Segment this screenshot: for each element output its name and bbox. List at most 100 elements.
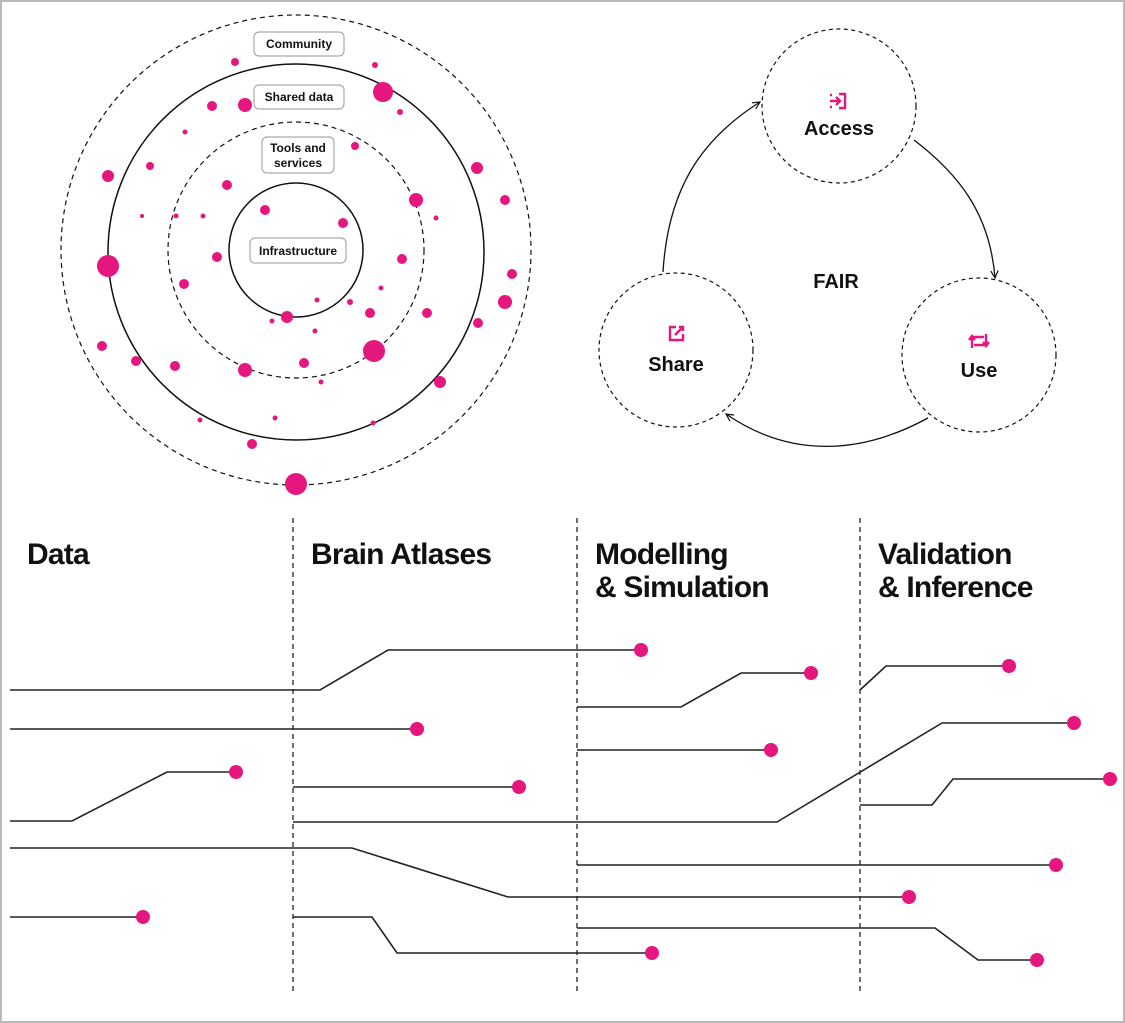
ecosystem-dot bbox=[269, 318, 275, 324]
ecosystem-dot bbox=[409, 193, 423, 207]
node-access-circle bbox=[761, 28, 917, 184]
pipeline-trace bbox=[293, 722, 1074, 823]
ecosystem-dot bbox=[312, 328, 318, 334]
pipeline-trace-endpoint bbox=[634, 643, 648, 657]
ecosystem-dot bbox=[422, 308, 432, 318]
ecosystem-dot bbox=[370, 420, 376, 426]
ecosystem-diagram: Community Shared data Tools and services… bbox=[60, 14, 532, 495]
ecosystem-dot bbox=[318, 379, 324, 385]
ecosystem-dot bbox=[498, 295, 512, 309]
node-share-circle bbox=[598, 272, 754, 428]
ecosystem-dot bbox=[197, 417, 203, 423]
pipeline-trace-endpoint bbox=[410, 722, 424, 736]
pipeline-trace-endpoint bbox=[1002, 659, 1016, 673]
ring-shared-data bbox=[107, 63, 485, 441]
arrow-access-to-use bbox=[913, 139, 995, 278]
label-tools-line1: Tools and bbox=[270, 141, 326, 155]
ecosystem-dot bbox=[247, 439, 257, 449]
pipeline-trace-endpoint bbox=[902, 890, 916, 904]
ecosystem-dot bbox=[260, 205, 270, 215]
ecosystem-dot bbox=[285, 473, 307, 495]
ecosystem-dot bbox=[140, 214, 144, 218]
ecosystem-dot bbox=[97, 341, 107, 351]
pipeline-trace-endpoint bbox=[229, 765, 243, 779]
label-tools-services: Tools and services bbox=[261, 136, 335, 174]
ecosystem-dot bbox=[299, 358, 309, 368]
ecosystem-dot bbox=[373, 82, 393, 102]
ecosystem-dot bbox=[281, 311, 293, 323]
pipeline-trace bbox=[10, 771, 236, 822]
ecosystem-dot bbox=[500, 195, 510, 205]
node-use-circle bbox=[901, 277, 1057, 433]
ecosystem-dot bbox=[238, 98, 252, 112]
login-icon bbox=[830, 92, 847, 110]
ecosystem-dot bbox=[365, 308, 375, 318]
pipeline-lines bbox=[10, 643, 1117, 967]
ecosystem-dot bbox=[338, 218, 348, 228]
ecosystem-dot bbox=[347, 299, 353, 305]
ecosystem-dot bbox=[97, 255, 119, 277]
ecosystem-dot bbox=[179, 279, 189, 289]
repeat-icon bbox=[968, 334, 990, 348]
ecosystem-dot bbox=[182, 129, 188, 135]
ecosystem-dot bbox=[173, 213, 179, 219]
label-community: Community bbox=[253, 31, 345, 57]
pipeline-trace bbox=[577, 927, 1037, 961]
fair-center-label: FAIR bbox=[813, 271, 859, 293]
arrow-share-to-access bbox=[662, 102, 760, 273]
pipeline-trace-endpoint bbox=[1103, 772, 1117, 786]
column-title-validation-inference: Validation & Inference bbox=[878, 538, 1033, 604]
ecosystem-dot bbox=[397, 109, 403, 115]
ecosystem-dot bbox=[146, 162, 154, 170]
pipeline-trace-endpoint bbox=[1067, 716, 1081, 730]
ecosystem-dot bbox=[378, 285, 384, 291]
node-use-label: Use bbox=[961, 360, 998, 382]
ecosystem-dot bbox=[434, 376, 446, 388]
ecosystem-dot bbox=[372, 62, 378, 68]
pipeline-trace bbox=[10, 847, 909, 898]
pipeline-trace-endpoint bbox=[1030, 953, 1044, 967]
ecosystem-dot bbox=[212, 252, 222, 262]
column-title-data: Data bbox=[27, 538, 90, 571]
ring-tools-services bbox=[167, 121, 425, 379]
pipeline-trace-endpoint bbox=[804, 666, 818, 680]
ecosystem-dot bbox=[314, 297, 320, 303]
column-title-brain-atlases: Brain Atlases bbox=[311, 538, 492, 571]
pipeline-trace-endpoint bbox=[512, 780, 526, 794]
ecosystem-dot bbox=[473, 318, 483, 328]
pipeline-trace-endpoint bbox=[645, 946, 659, 960]
ecosystem-dot bbox=[170, 361, 180, 371]
ecosystem-dot bbox=[507, 269, 517, 279]
ecosystem-dot bbox=[272, 415, 278, 421]
fair-cycle-diagram: Access Use Share FAIR bbox=[598, 28, 1057, 448]
ecosystem-dot bbox=[222, 180, 232, 190]
label-shared-data: Shared data bbox=[253, 84, 345, 110]
pipeline-trace bbox=[860, 778, 1110, 806]
label-shared-data-text: Shared data bbox=[265, 90, 334, 104]
label-community-text: Community bbox=[266, 37, 332, 51]
ecosystem-dot bbox=[433, 215, 439, 221]
pipeline-trace bbox=[859, 665, 1009, 691]
external-link-icon bbox=[668, 325, 685, 342]
ecosystem-dot bbox=[471, 162, 483, 174]
ecosystem-dot bbox=[363, 340, 385, 362]
pipeline-trace bbox=[293, 916, 652, 954]
ring-infrastructure bbox=[228, 182, 364, 318]
pipeline-trace bbox=[577, 672, 811, 708]
pipeline-trace bbox=[10, 649, 641, 691]
ecosystem-dot bbox=[102, 170, 114, 182]
ecosystem-dots bbox=[97, 58, 517, 495]
ecosystem-dot bbox=[131, 356, 141, 366]
label-infrastructure-text: Infrastructure bbox=[259, 244, 337, 258]
label-tools-line2: services bbox=[274, 156, 322, 170]
pipeline-trace-endpoint bbox=[1049, 858, 1063, 872]
node-share-label: Share bbox=[648, 354, 704, 376]
pipeline-trace-endpoint bbox=[136, 910, 150, 924]
ecosystem-dot bbox=[207, 101, 217, 111]
label-infrastructure: Infrastructure bbox=[249, 237, 347, 264]
ecosystem-dot bbox=[397, 254, 407, 264]
column-title-modelling-simulation: Modelling & Simulation bbox=[595, 538, 770, 604]
ecosystem-dot bbox=[351, 142, 359, 150]
